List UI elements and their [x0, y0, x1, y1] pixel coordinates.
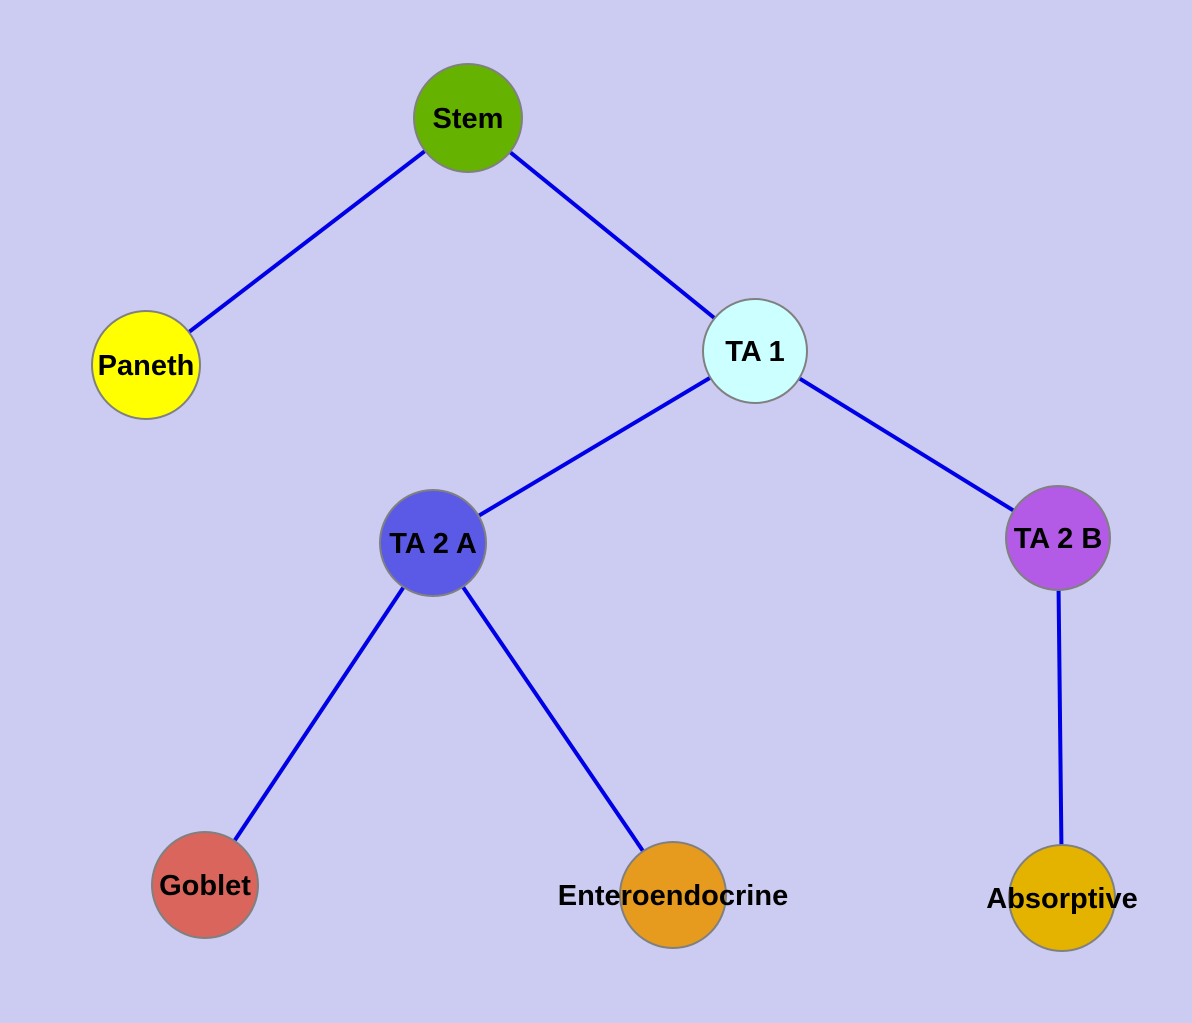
- node-ta1[interactable]: TA 1: [702, 298, 808, 404]
- node-circle-paneth[interactable]: [91, 310, 201, 420]
- edges-layer: [144, 116, 1064, 899]
- edge-ta1-ta2a: [431, 349, 757, 545]
- node-circle-ta2a[interactable]: [379, 489, 487, 597]
- node-circle-ta2b[interactable]: [1005, 485, 1111, 591]
- node-circle-stem[interactable]: [413, 63, 523, 173]
- node-paneth[interactable]: Paneth: [91, 310, 201, 420]
- edge-stem-paneth: [144, 116, 470, 367]
- edge-ta2a-goblet: [203, 541, 435, 887]
- node-circle-ta1[interactable]: [702, 298, 808, 404]
- node-circle-enteroendocrine[interactable]: [619, 841, 727, 949]
- node-ta2a[interactable]: TA 2 A: [379, 489, 487, 597]
- edge-stem-ta1: [466, 116, 757, 353]
- edge-ta1-ta2b: [753, 349, 1060, 540]
- node-stem[interactable]: Stem: [413, 63, 523, 173]
- node-circle-absorptive[interactable]: [1008, 844, 1116, 952]
- edge-ta2a-enteroendocrine: [431, 541, 675, 897]
- edge-ta2b-absorptive: [1056, 537, 1064, 899]
- node-goblet[interactable]: Goblet: [151, 831, 259, 939]
- node-circle-goblet[interactable]: [151, 831, 259, 939]
- node-absorptive[interactable]: Absorptive: [986, 844, 1138, 952]
- node-ta2b[interactable]: TA 2 B: [1005, 485, 1111, 591]
- node-enteroendocrine[interactable]: Enteroendocrine: [558, 841, 788, 949]
